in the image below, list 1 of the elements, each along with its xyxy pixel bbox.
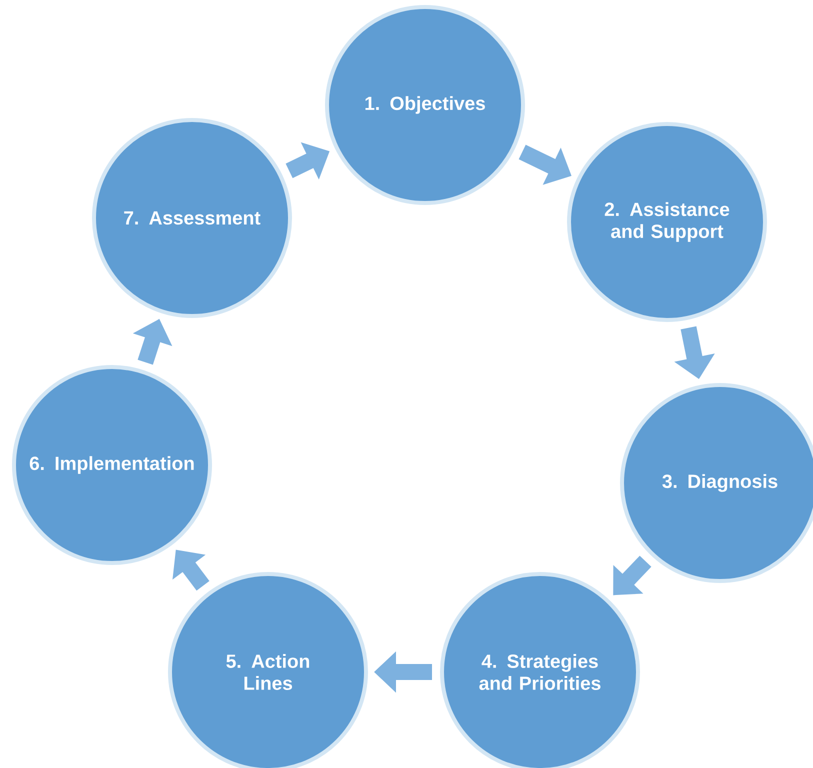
block-arrow: [613, 556, 652, 596]
